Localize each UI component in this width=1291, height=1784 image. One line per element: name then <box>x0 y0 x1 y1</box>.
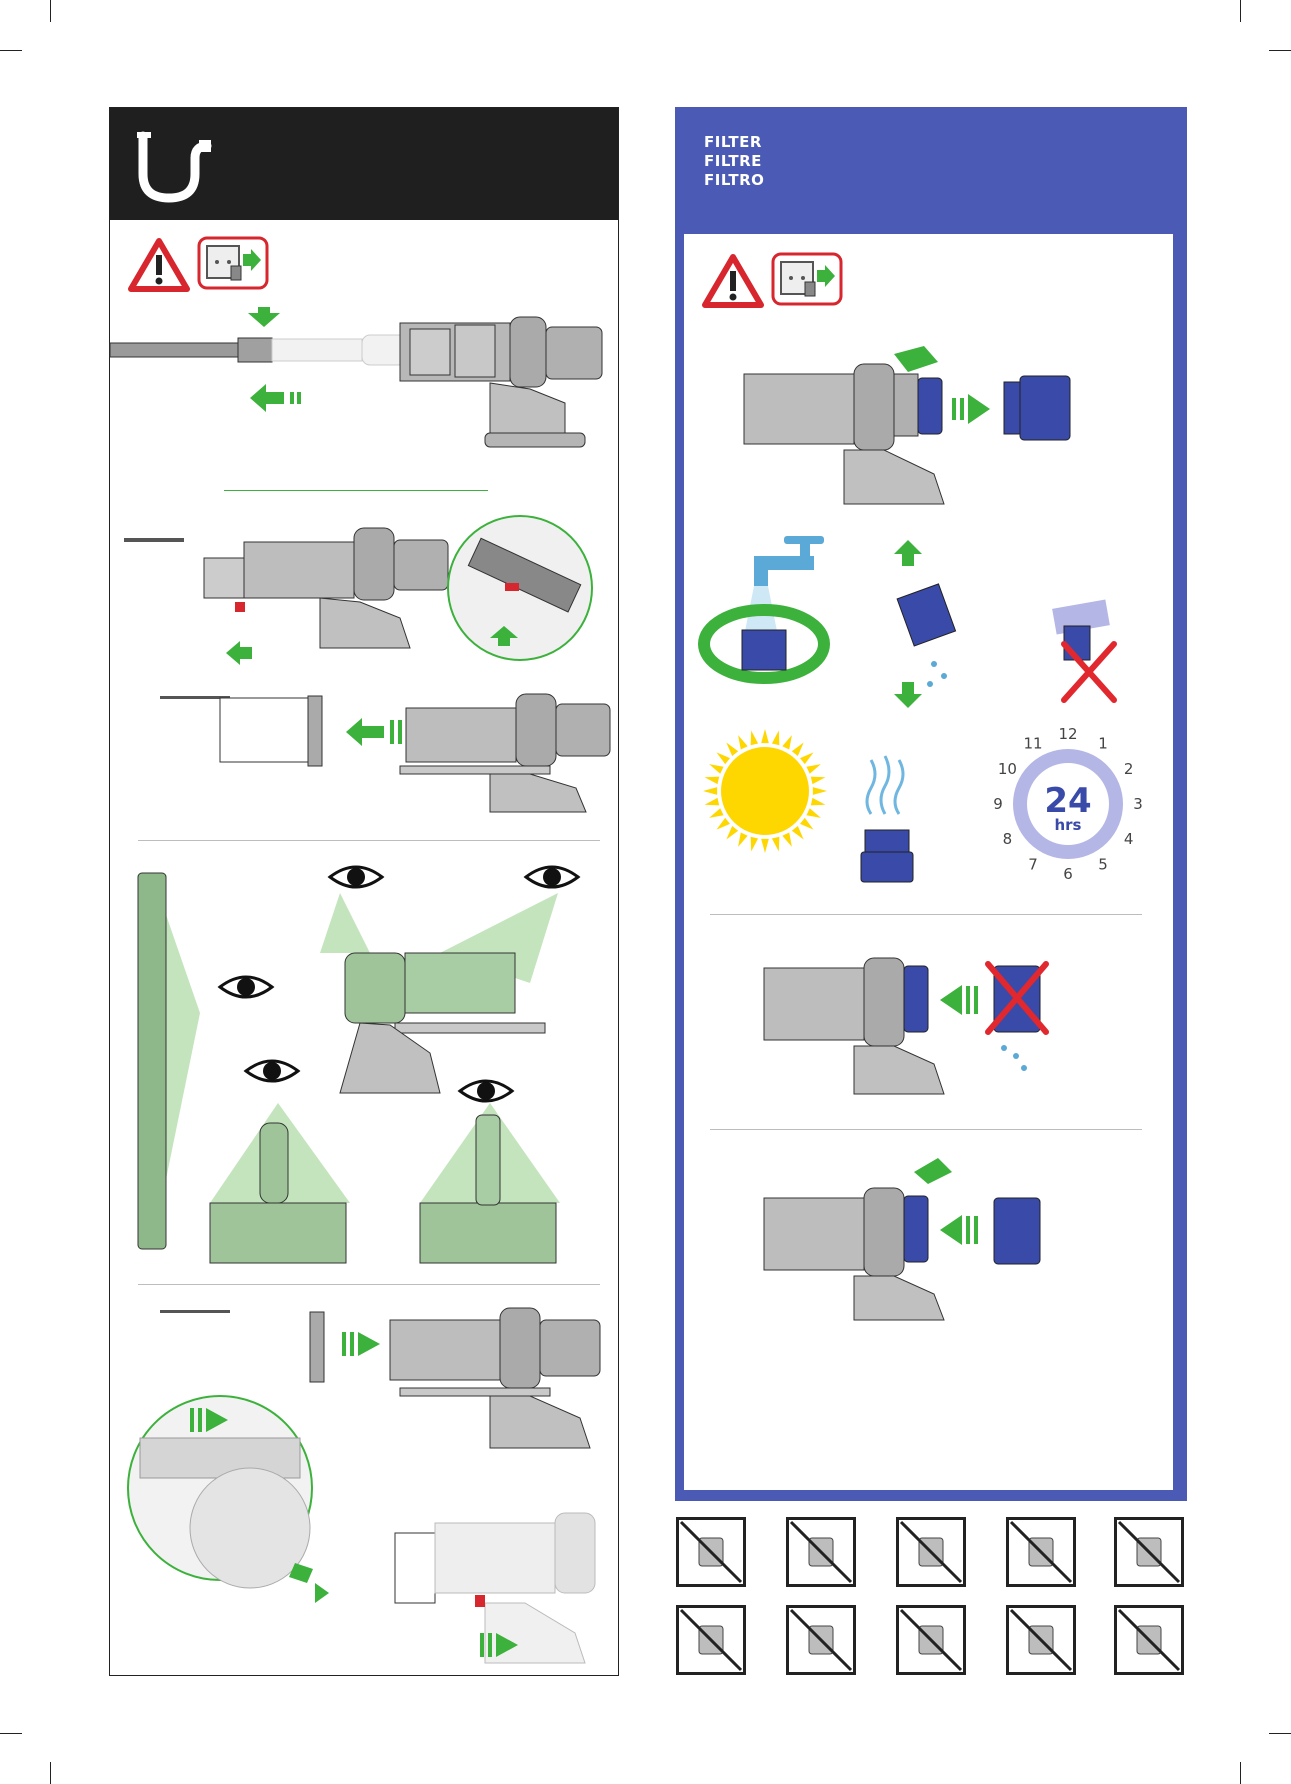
sun-ray <box>751 731 758 746</box>
sun-ray <box>811 798 826 805</box>
clock-unit: hrs <box>1054 816 1081 834</box>
sun-ray <box>800 818 813 830</box>
section-divider <box>710 1129 1142 1130</box>
sun-ray <box>806 764 820 774</box>
clock-number: 11 <box>1023 734 1042 752</box>
crop-mark <box>50 0 51 22</box>
filter-wash-illustration <box>694 534 1164 744</box>
panel-header <box>110 108 618 220</box>
filter-drying-illustration <box>849 754 939 894</box>
eye-icon <box>246 1061 298 1081</box>
sun-ray <box>726 826 738 839</box>
sun-ray <box>782 735 792 749</box>
unplug-icon <box>197 236 269 290</box>
bin-emptying-panel <box>109 107 619 1676</box>
section-divider <box>710 914 1142 915</box>
clock-duration: 24 <box>1044 781 1091 821</box>
no-tap-wash-icon <box>676 1517 746 1587</box>
clock-number: 12 <box>1058 725 1077 743</box>
sun-ray <box>792 743 804 756</box>
water-tap-icon <box>754 536 824 586</box>
sun-ray <box>717 752 730 764</box>
crop-mark <box>50 1762 51 1784</box>
bin-latched-illustration <box>285 1493 615 1673</box>
sun-ray <box>761 839 769 853</box>
clock-number: 6 <box>1063 865 1073 883</box>
sun-ray <box>709 808 723 818</box>
crop-mark <box>1240 1762 1241 1784</box>
filter-section-titles: FILTER FILTRE FILTRO <box>704 133 764 190</box>
sun-icon <box>700 726 830 856</box>
no-spray-icon <box>1114 1605 1184 1675</box>
filter-title-es: FILTRO <box>704 171 764 190</box>
filter-panel: FILTER FILTRE FILTRO <box>675 107 1187 1501</box>
filter-refit-illustration <box>754 1154 1084 1324</box>
clock-number: 7 <box>1028 856 1038 874</box>
sun-ray <box>703 787 717 795</box>
no-microwave-icon <box>786 1605 856 1675</box>
warning-triangle-icon <box>128 238 190 292</box>
filter-title-en: FILTER <box>704 133 764 152</box>
crop-mark <box>1269 1733 1291 1734</box>
eye-icon <box>460 1081 512 1101</box>
no-brush-icon <box>896 1517 966 1587</box>
sun-ray <box>726 743 738 756</box>
sun-ray <box>800 752 813 764</box>
no-oven-icon <box>1006 1517 1076 1587</box>
bin-open-illustration <box>110 678 620 818</box>
sun-ray <box>782 832 792 846</box>
sun-ray <box>813 787 827 795</box>
sun-ray <box>751 837 758 852</box>
clock-number: 8 <box>1003 830 1013 848</box>
eye-icon <box>526 867 578 887</box>
filter-remove-illustration <box>724 344 1144 524</box>
sun-ray <box>806 808 820 818</box>
no-washing-machine-icon <box>676 1605 746 1675</box>
inspect-parts-illustration <box>110 853 620 1253</box>
clock-number: 4 <box>1124 830 1134 848</box>
no-open-flame-icon <box>1006 1605 1076 1675</box>
clock-number: 10 <box>998 760 1017 778</box>
sun-ray <box>772 837 779 852</box>
sun-ray <box>717 818 730 830</box>
sun-ray <box>792 826 804 839</box>
no-running-water-icon <box>786 1517 856 1587</box>
filter-title-fr: FILTRE <box>704 152 764 171</box>
bin-release-illustration <box>110 468 620 658</box>
sun-ray <box>738 735 748 749</box>
sun-ray <box>705 777 720 784</box>
section-divider <box>138 840 600 841</box>
drying-clock: 12 12 3 45 6 789 10 11 24 hrs <box>988 724 1148 884</box>
no-tumble-dryer-icon <box>1114 1517 1184 1587</box>
sun-ray <box>738 832 748 846</box>
eye-icon <box>220 977 272 997</box>
unplug-icon <box>771 252 843 306</box>
eye-icon <box>330 867 382 887</box>
clock-number: 1 <box>1098 734 1108 752</box>
crop-mark <box>0 1733 22 1734</box>
dyson-pipe-logo <box>135 128 215 208</box>
clock-number: 9 <box>993 795 1003 813</box>
wand-detach-illustration <box>110 303 620 463</box>
clock-number: 5 <box>1098 856 1108 874</box>
section-divider <box>138 1284 600 1285</box>
sun-ray <box>709 764 723 774</box>
warning-triangle-icon <box>702 254 764 308</box>
no-dishwasher-icon <box>896 1605 966 1675</box>
crop-mark <box>1240 0 1241 22</box>
clock-number: 2 <box>1124 760 1134 778</box>
crop-mark <box>1269 50 1291 51</box>
no-wet-filter-illustration <box>754 944 1084 1094</box>
sun-ray <box>705 798 720 805</box>
sun-ray <box>811 777 826 784</box>
crop-mark <box>0 50 22 51</box>
sun-ray <box>772 731 779 746</box>
sun-ray <box>761 729 769 743</box>
clock-number: 3 <box>1133 795 1143 813</box>
